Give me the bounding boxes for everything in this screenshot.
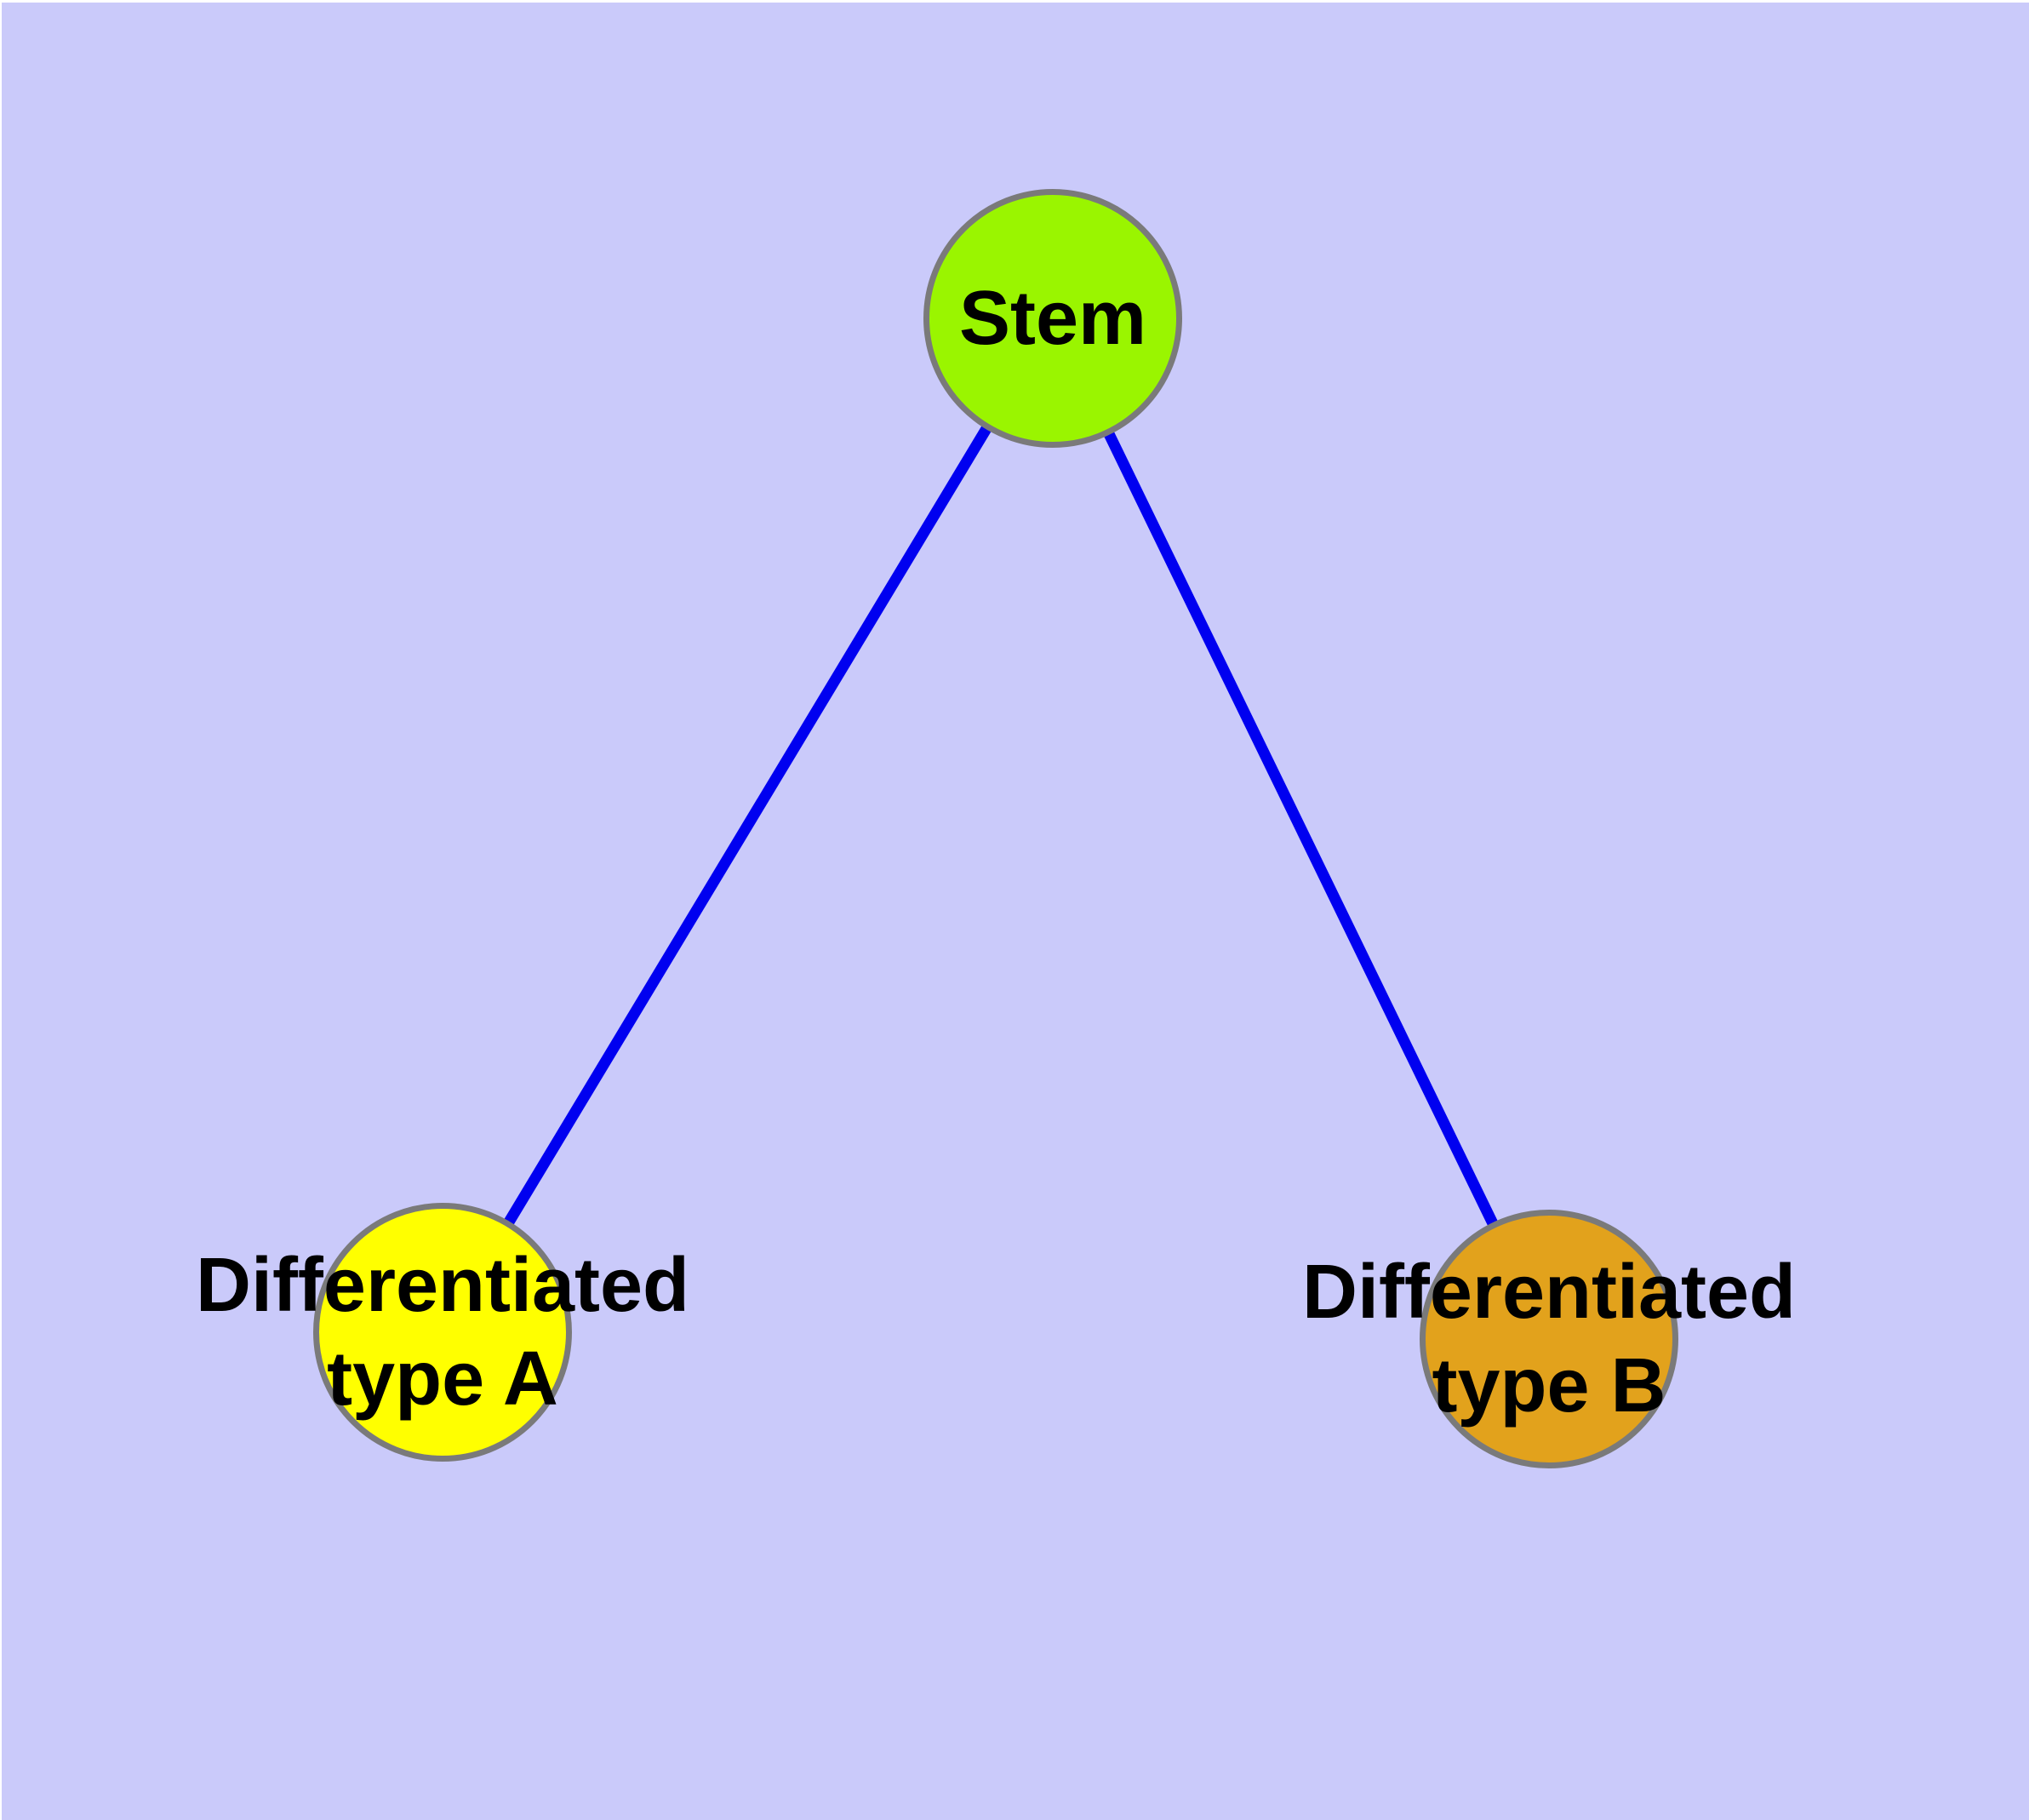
node-stem-label: Stem	[958, 276, 1147, 361]
node-differentiated-type-b	[1420, 1210, 1678, 1468]
node-differentiated-type-b-label: Differentiated type B	[1301, 1250, 1797, 1428]
node-differentiated-type-a	[313, 1203, 572, 1462]
edge-stem-to-type-a	[437, 315, 1058, 1336]
graph-canvas: Stem Differentiated type A Differentiate…	[2, 3, 2029, 1820]
edge-stem-to-type-b	[1048, 316, 1554, 1342]
edges-layer	[437, 315, 1554, 1342]
node-stem: Stem	[923, 189, 1182, 448]
node-differentiated-type-a-label: Differentiated type A	[195, 1243, 690, 1422]
